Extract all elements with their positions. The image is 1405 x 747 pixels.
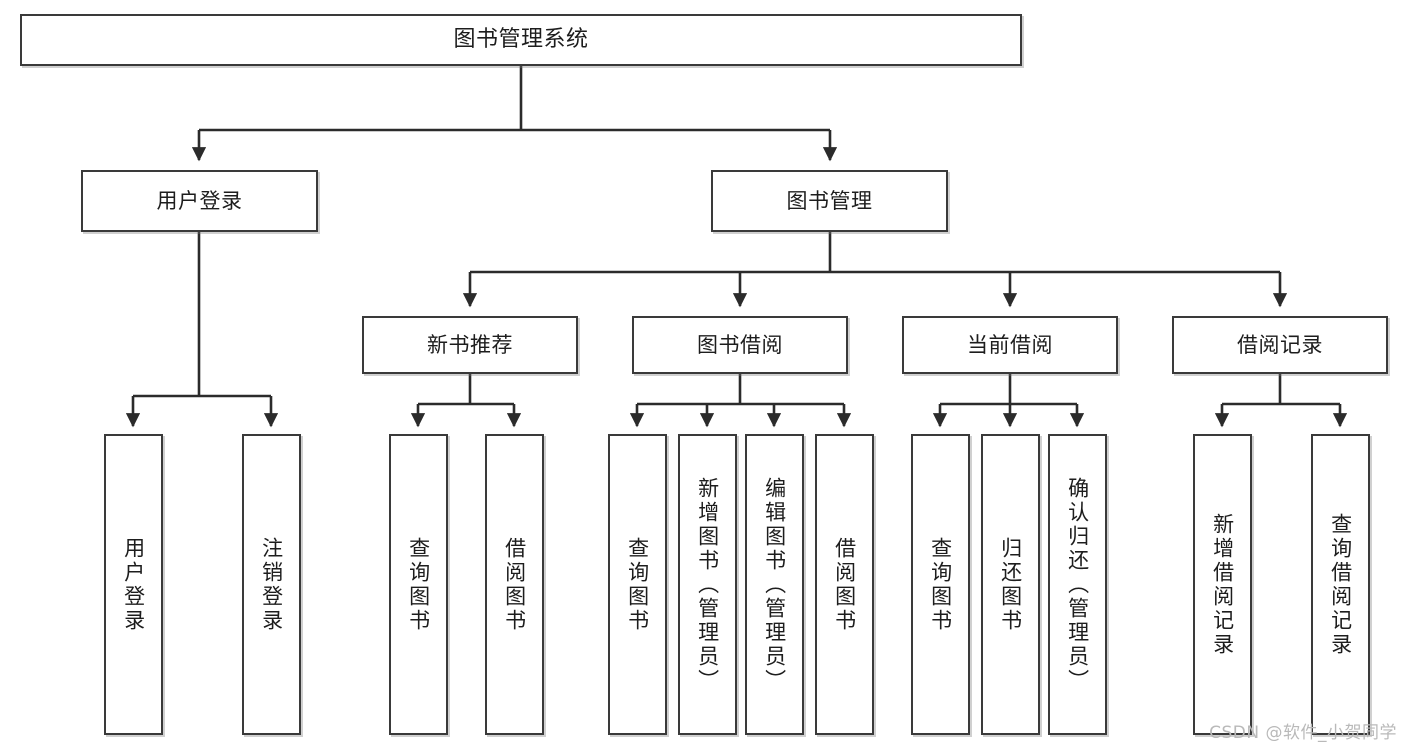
csdn-watermark: CSDN @软件_小贺同学 (1209, 723, 1397, 743)
node-leaf-borrow-book-b[interactable]: 借阅图书 (815, 434, 874, 735)
node-leaf-user-login-label: 用户登录 (121, 536, 146, 633)
node-book-borrow[interactable]: 图书借阅 (632, 316, 848, 374)
node-leaf-user-login[interactable]: 用户登录 (104, 434, 163, 735)
node-leaf-query-book-a-label: 查询图书 (406, 536, 431, 633)
node-leaf-query-book-b-label: 查询图书 (625, 536, 650, 633)
node-borrow-record[interactable]: 借阅记录 (1172, 316, 1388, 374)
node-leaf-add-book[interactable]: 新增图书（管理员） (678, 434, 737, 735)
node-leaf-add-book-label: 新增图书（管理员） (695, 476, 720, 693)
node-leaf-add-record[interactable]: 新增借阅记录 (1193, 434, 1252, 735)
node-root[interactable]: 图书管理系统 (20, 14, 1022, 66)
node-leaf-confirm-return[interactable]: 确认归还（管理员） (1048, 434, 1107, 735)
node-current-borrow[interactable]: 当前借阅 (902, 316, 1118, 374)
node-book-manage-label: 图书管理 (786, 188, 873, 213)
node-leaf-add-record-label: 新增借阅记录 (1210, 512, 1235, 657)
node-leaf-query-record-label: 查询借阅记录 (1328, 512, 1353, 657)
node-borrow-record-label: 借阅记录 (1237, 332, 1323, 357)
node-leaf-logout-label: 注销登录 (259, 536, 284, 633)
node-current-borrow-label: 当前借阅 (967, 332, 1053, 357)
node-root-label: 图书管理系统 (453, 27, 589, 53)
node-user-login[interactable]: 用户登录 (81, 170, 318, 232)
node-new-book-rec[interactable]: 新书推荐 (362, 316, 578, 374)
node-leaf-query-book-a[interactable]: 查询图书 (389, 434, 448, 735)
node-leaf-query-book-c-label: 查询图书 (928, 536, 953, 633)
node-user-login-label: 用户登录 (156, 188, 243, 213)
node-leaf-borrow-book-b-label: 借阅图书 (832, 536, 857, 633)
node-leaf-query-book-c[interactable]: 查询图书 (911, 434, 970, 735)
node-leaf-return-book-label: 归还图书 (998, 536, 1023, 633)
node-leaf-confirm-return-label: 确认归还（管理员） (1065, 476, 1090, 693)
node-leaf-query-record[interactable]: 查询借阅记录 (1311, 434, 1370, 735)
node-leaf-edit-book[interactable]: 编辑图书（管理员） (745, 434, 804, 735)
node-new-book-rec-label: 新书推荐 (427, 332, 513, 357)
node-leaf-return-book[interactable]: 归还图书 (981, 434, 1040, 735)
node-leaf-borrow-book-a-label: 借阅图书 (502, 536, 527, 633)
node-leaf-query-book-b[interactable]: 查询图书 (608, 434, 667, 735)
node-leaf-logout[interactable]: 注销登录 (242, 434, 301, 735)
node-leaf-edit-book-label: 编辑图书（管理员） (762, 476, 787, 693)
node-leaf-borrow-book-a[interactable]: 借阅图书 (485, 434, 544, 735)
node-book-borrow-label: 图书借阅 (697, 332, 783, 357)
node-book-manage[interactable]: 图书管理 (711, 170, 948, 232)
